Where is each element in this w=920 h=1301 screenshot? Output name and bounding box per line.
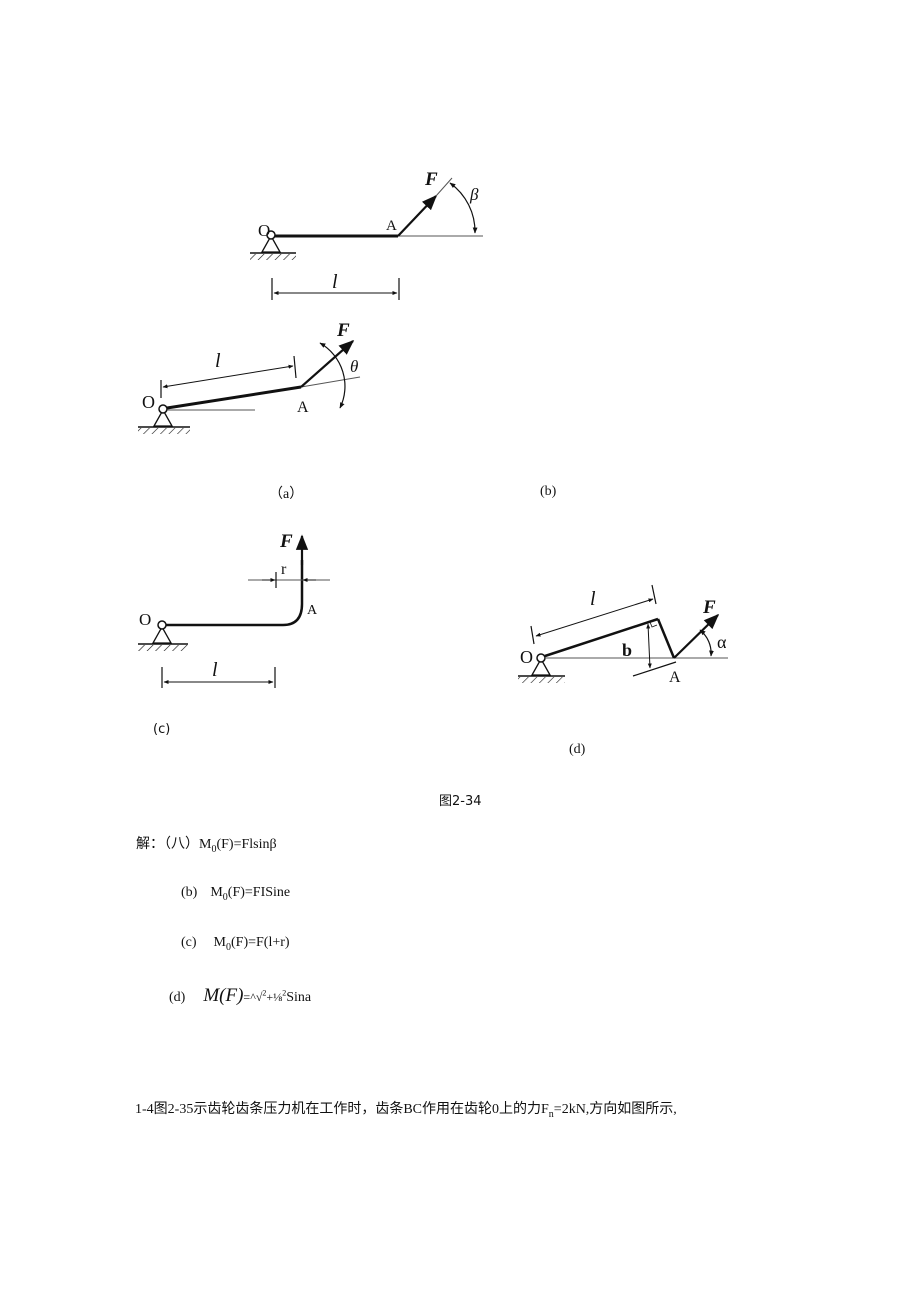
solution-prefix: 解： <box>136 837 164 852</box>
svg-text:α: α <box>717 632 727 652</box>
problem-sub: n <box>548 1108 554 1120</box>
solution-c-rhs: (F)=F(l+r) <box>231 935 290 950</box>
subfigure-c: O A F r l <box>138 531 330 688</box>
solution-d-mid: +⅛ <box>266 990 283 1004</box>
solution-d-lhs: M(F) <box>203 985 244 1006</box>
svg-text:F: F <box>279 531 293 552</box>
solution-line-c: (c) M0(F)=F(l+r) <box>181 935 290 953</box>
figure-caption: 图2-34 <box>439 794 482 809</box>
solution-a-label: （八） <box>164 837 199 852</box>
solution-b-sub: 0 <box>222 891 228 903</box>
subfigure-a: O A F β l <box>250 169 483 300</box>
subfigure-d: O A F α b l <box>518 584 728 686</box>
solution-b-rhs: (F)=FISine <box>227 885 291 900</box>
solution-d-sup2: 2 <box>282 988 287 998</box>
solution-d-eq: =^√ <box>243 990 263 1004</box>
svg-text:O: O <box>258 221 270 240</box>
svg-text:A: A <box>669 669 681 686</box>
svg-text:r: r <box>281 561 287 578</box>
svg-text:l: l <box>590 588 596 610</box>
solution-a-sub: 0 <box>211 843 217 855</box>
svg-text:θ: θ <box>350 357 358 376</box>
solution-c-sub: 0 <box>226 941 231 953</box>
svg-text:F: F <box>702 597 716 618</box>
subfigure-d-label: (d) <box>569 742 586 757</box>
problem-text-after: =2kN,方向如图所示, <box>553 1102 677 1117</box>
figure-2-34-drawing: O A F β l O A F θ l <box>138 169 728 688</box>
svg-text:l: l <box>332 271 338 293</box>
subfigure-b: O A F θ l <box>138 320 361 434</box>
svg-text:A: A <box>386 218 397 234</box>
solution-line-b: (b) M0(F)=FISine <box>181 885 290 903</box>
subfigure-c-label: (c) <box>153 722 171 737</box>
solution-c-label: (c) <box>181 935 197 950</box>
problem-statement: 1-4图2-35示齿轮齿条压力机在工作时，齿条BC作用在齿轮0上的力Fn=2kN… <box>135 1098 677 1120</box>
solution-line-a: 解：（八）M0(F)=Flsinβ <box>136 833 277 855</box>
solution-line-d: (d)M(F)=^√2+⅛2Sina <box>169 985 311 1007</box>
solution-d-sup1: 2 <box>262 988 267 998</box>
svg-text:F: F <box>336 320 350 341</box>
solution-d-rhs: Sina <box>286 990 312 1005</box>
svg-text:b: b <box>622 640 632 660</box>
solution-d-label: (d) <box>169 990 186 1005</box>
svg-text:l: l <box>215 350 221 372</box>
solution-a-rhs: (F)=Flsinβ <box>216 837 277 852</box>
svg-text:β: β <box>469 185 479 204</box>
solution-c-lhs: M <box>213 935 226 950</box>
solution-b-label: (b) <box>181 885 198 900</box>
solution-a-lhs: M <box>199 837 212 852</box>
problem-text-before: 1-4图2-35示齿轮齿条压力机在工作时，齿条BC作用在齿轮0上的力F <box>135 1102 549 1117</box>
subfigure-a-label: （a） <box>269 487 304 502</box>
subfigure-b-label: (b) <box>540 484 557 499</box>
svg-text:O: O <box>520 647 533 667</box>
svg-text:O: O <box>142 392 155 412</box>
svg-text:A: A <box>307 603 318 618</box>
svg-text:l: l <box>212 659 218 681</box>
svg-text:O: O <box>139 610 151 629</box>
svg-text:F: F <box>424 169 438 190</box>
svg-text:A: A <box>297 399 309 416</box>
solution-b-lhs: M <box>210 885 223 900</box>
